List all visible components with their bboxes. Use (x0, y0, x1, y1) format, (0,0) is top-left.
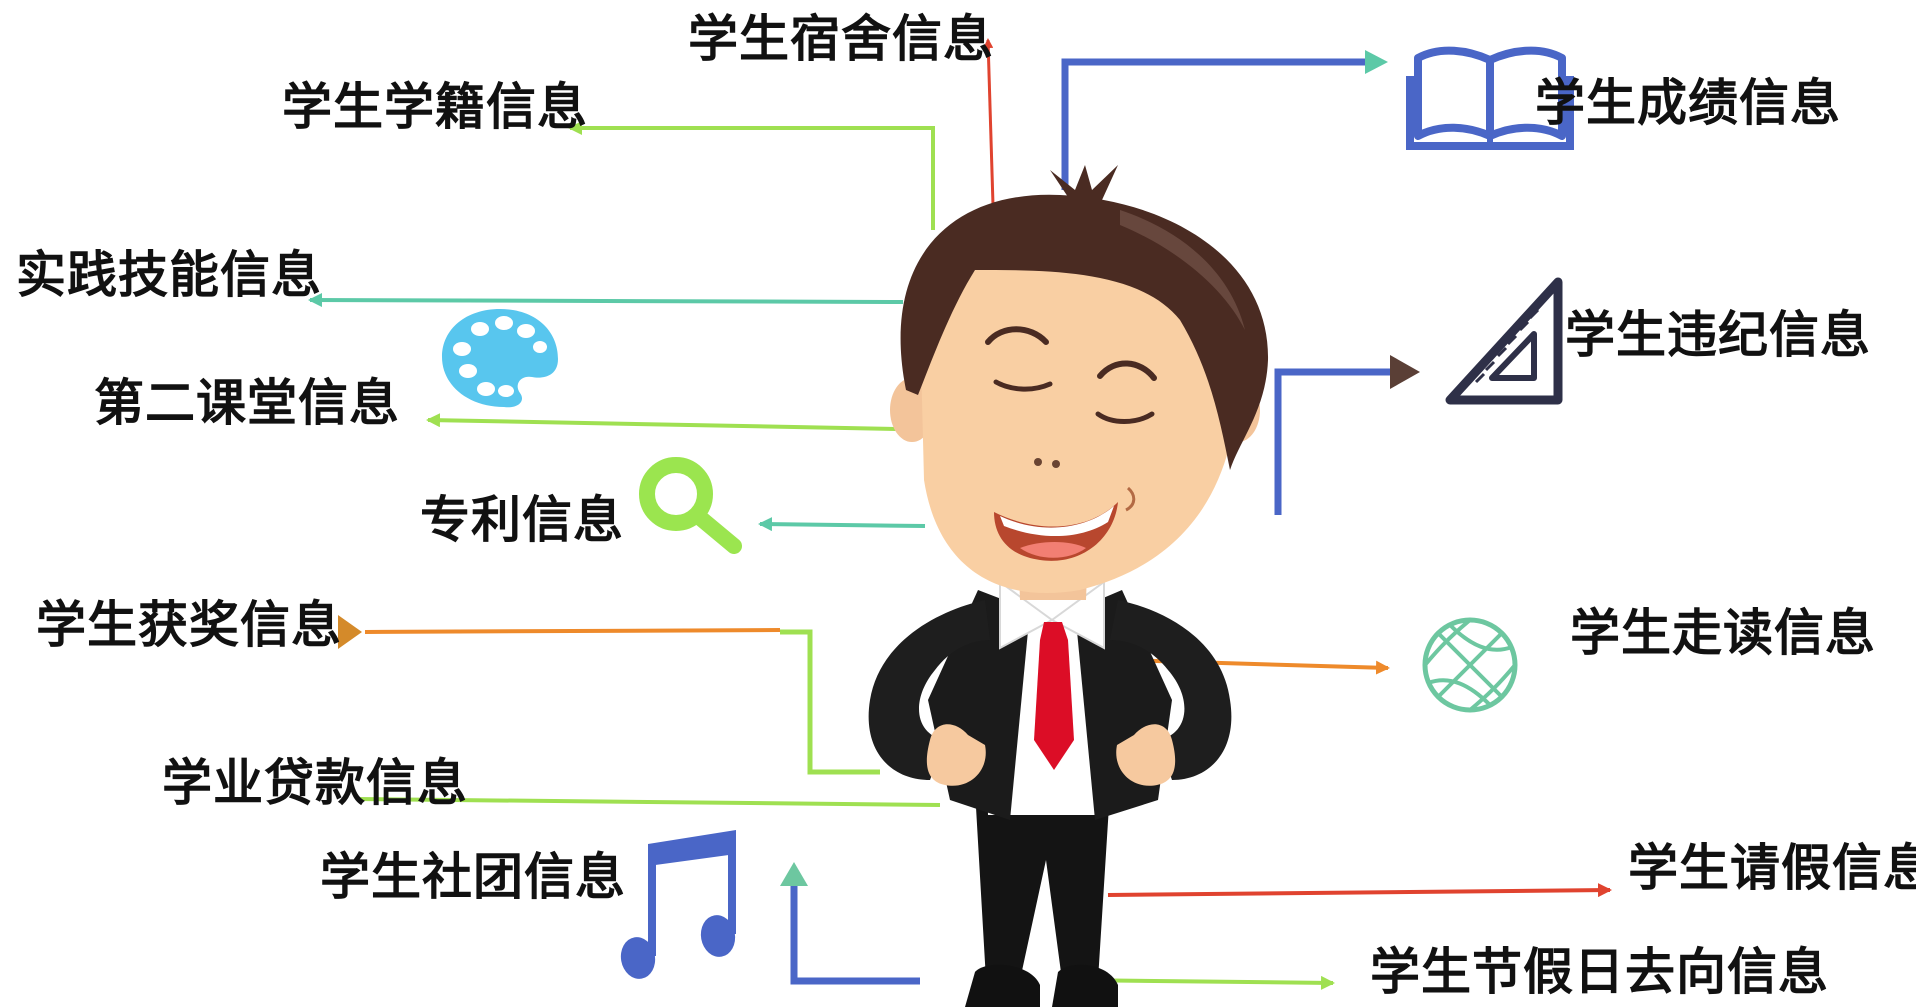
label-holiday-destination-info: 学生节假日去向信息 (1370, 943, 1829, 1001)
connector-award-green (780, 629, 880, 775)
connector-discipline-arrowhead (1390, 355, 1420, 389)
label-loan-info: 学业贷款信息 (162, 754, 468, 812)
label-patent-info: 专利信息 (420, 491, 624, 549)
label-dorm-info: 学生宿舍信息 (688, 10, 994, 68)
connector-practice (308, 293, 904, 308)
open-book-icon (1406, 46, 1574, 150)
label-commute-info: 学生走读信息 (1570, 604, 1876, 662)
label-discipline-info: 学生违纪信息 (1565, 306, 1871, 364)
connector-grade-arrowhead (1365, 50, 1388, 74)
label-practice-skill-info: 实践技能信息 (16, 246, 322, 304)
connector-award-arrowhead (338, 615, 362, 649)
label-grade-info: 学生成绩信息 (1535, 74, 1841, 132)
label-club-info: 学生社团信息 (320, 848, 626, 906)
connector-award (364, 628, 781, 634)
music-note-icon (620, 830, 736, 979)
connector-discipline (1274, 368, 1390, 515)
smiling-student-character (868, 165, 1269, 1007)
connector-leave (1107, 883, 1612, 898)
label-second-classroom-info: 第二课堂信息 (94, 374, 400, 432)
basketball-icon (1422, 617, 1518, 713)
label-student-status-info: 学生学籍信息 (282, 78, 588, 136)
connector-status (568, 121, 935, 230)
magnifier-icon (639, 457, 742, 554)
palette-icon (442, 309, 558, 408)
connector-dorm (983, 38, 995, 206)
label-award-info: 学生获奖信息 (36, 596, 342, 654)
connector-club-arrowhead (780, 862, 808, 886)
connector-loan (356, 797, 941, 807)
connector-patent (758, 517, 926, 532)
set-square-icon (1445, 277, 1563, 405)
connector-grade (1061, 58, 1365, 190)
connector-second (426, 413, 898, 431)
connector-club (790, 885, 920, 985)
label-leave-info: 学生请假信息 (1628, 839, 1916, 897)
